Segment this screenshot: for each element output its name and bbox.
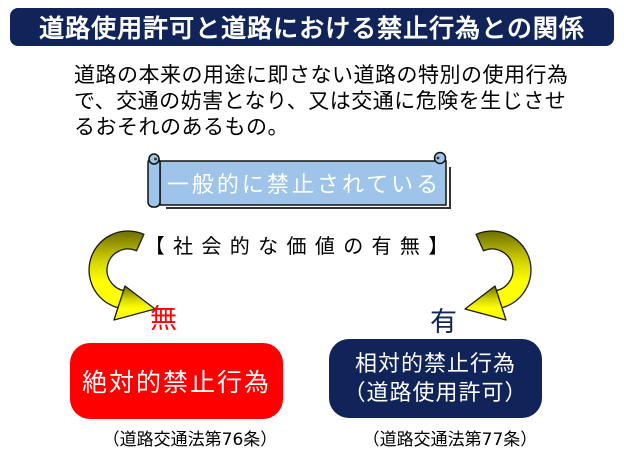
intro-line-2: で、交通の妨害となり、又は交通に危険を生じさせ: [74, 89, 567, 113]
curved-arrow-down-right-icon: [88, 230, 156, 321]
absolute-prohibition-label: 絶対的禁止行為: [81, 368, 271, 397]
scroll-banner-label: 一般的に禁止されている: [166, 173, 442, 198]
relative-prohibition-box: 相対的禁止行為 （道路使用許可）: [329, 339, 542, 418]
intro-line-3: るおそれのあるもの。: [74, 115, 289, 139]
caption-article-76: （道路交通法第76条）: [102, 430, 278, 450]
caption-article-77: （道路交通法第77条）: [362, 430, 538, 450]
scroll-shape-icon: [147, 151, 451, 209]
absolute-prohibition-box: 絶対的禁止行為: [70, 343, 283, 419]
criterion-label: 【 社 会 的 な 価 値 の 有 無 】: [144, 234, 450, 258]
scroll-banner: 一般的に禁止されている: [144, 149, 464, 215]
relative-prohibition-label-line2: （道路使用許可）: [343, 380, 528, 406]
curved-arrow-down-left-icon: [464, 230, 532, 321]
intro-line-1: 道路の本来の用途に即さない道路の特別の使用行為: [74, 63, 569, 87]
page-title: 道路使用許可と道路における禁止行為との関係: [10, 8, 614, 46]
relative-prohibition-label-line1: 相対的禁止行為: [354, 351, 516, 377]
intro-paragraph: 道路の本来の用途に即さない道路の特別の使用行為 で、交通の妨害となり、又は交通に…: [74, 62, 584, 140]
tag-present: 有: [430, 307, 457, 338]
tag-absent: 無: [150, 304, 177, 335]
